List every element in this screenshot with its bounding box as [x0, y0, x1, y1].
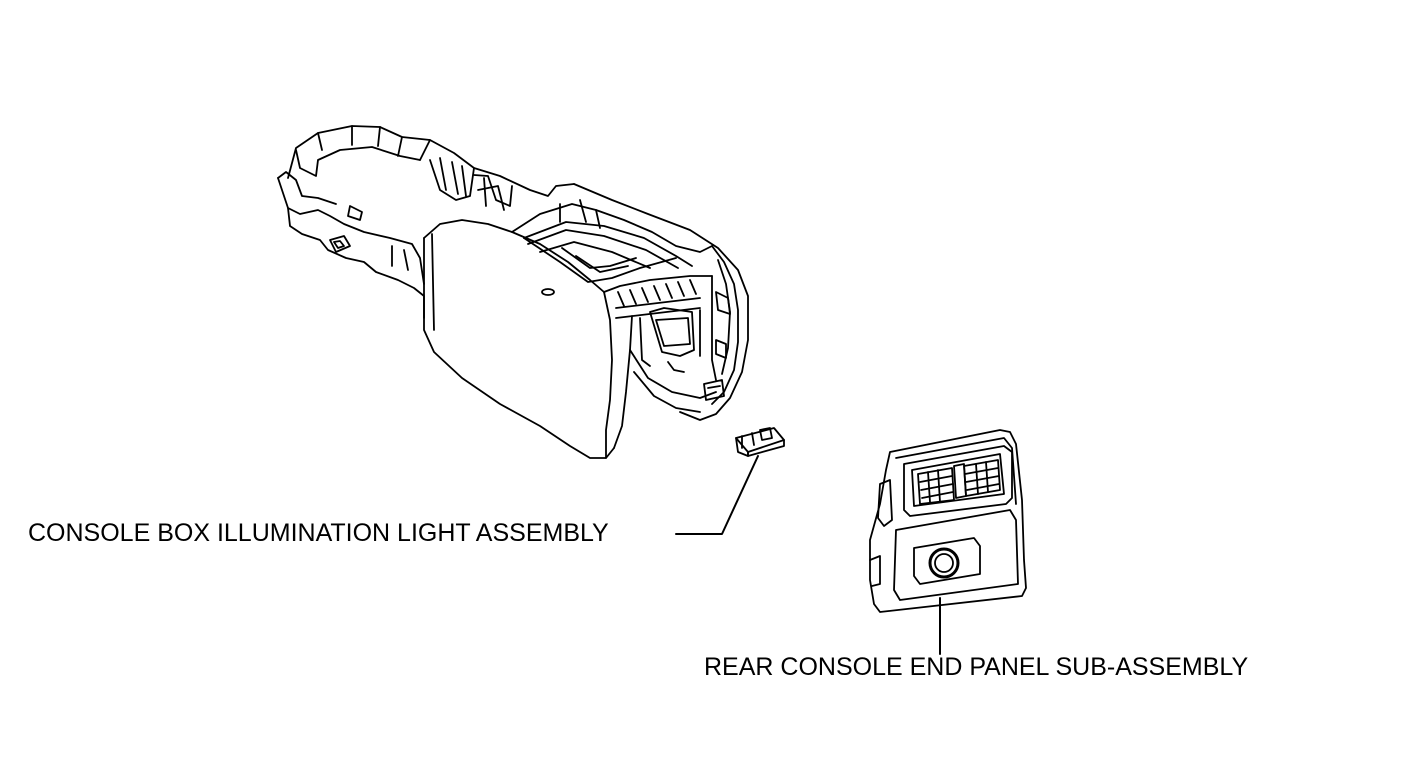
- leader-line-light: [675, 455, 759, 535]
- callout-rear-end-panel: REAR CONSOLE END PANEL SUB-ASSEMBLY: [704, 653, 1249, 681]
- illumination-light-illustration: [735, 427, 785, 457]
- callout-illumination-light: CONSOLE BOX ILLUMINATION LIGHT ASSEMBLY: [28, 519, 609, 547]
- rear-end-panel-illustration: [869, 429, 1027, 613]
- console-box-illustration: [277, 125, 749, 459]
- leader-lines: [675, 455, 941, 655]
